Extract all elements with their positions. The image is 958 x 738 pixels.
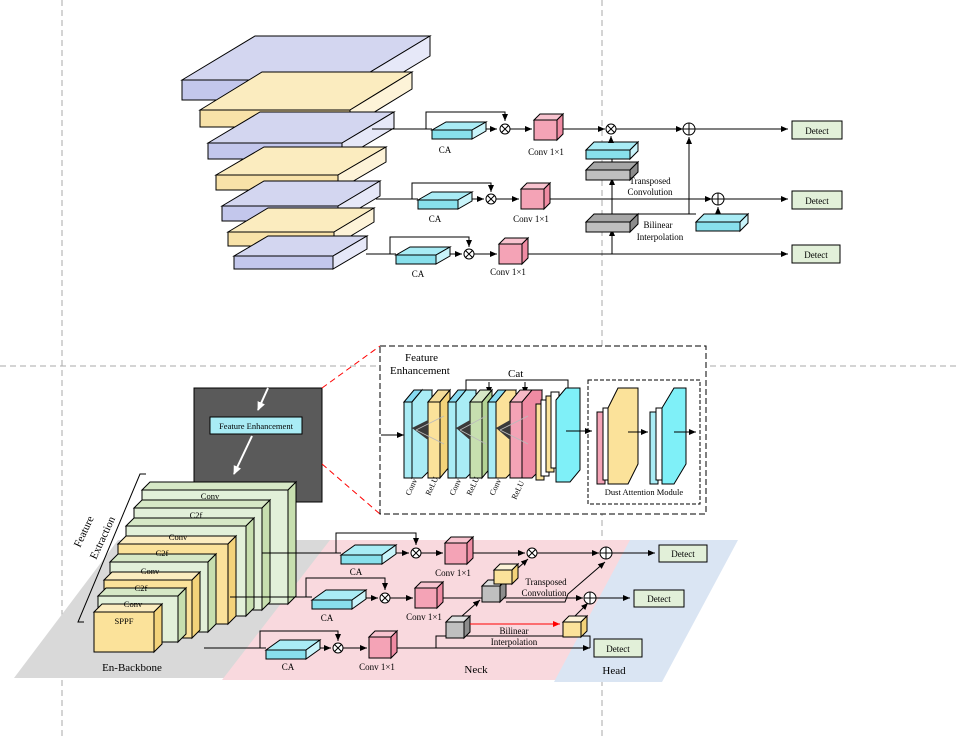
cat-label: Cat	[508, 368, 523, 380]
top-upsampled-ca-2	[694, 212, 750, 233]
bottom-upsample-paths: Transposed Convolution Bilinear Interpol…	[444, 558, 606, 647]
detect-box	[791, 190, 843, 210]
bottom-row-3: Detect CA Conv 1×1	[204, 629, 643, 672]
detect-label: Detect	[647, 594, 671, 604]
top-row-1: Detect CA Conv 1×1	[372, 111, 843, 157]
transposed-label: Transposed	[629, 176, 671, 186]
detect-label: Detect	[805, 196, 829, 206]
ca-label: CA	[439, 145, 452, 155]
top-ca-block-3	[394, 246, 452, 265]
top-ca-block-2	[416, 191, 474, 210]
zoom-line	[321, 463, 381, 515]
dam-label: Dust Attention Module	[605, 487, 684, 497]
detect-label: Detect	[804, 250, 828, 260]
feature-enhancement-label: Feature Enhancement	[219, 421, 294, 431]
backbone-layer-label: Conv	[141, 566, 160, 576]
top-backbone-stack	[180, 35, 432, 270]
detect-label: Detect	[671, 549, 695, 559]
detect-box	[791, 244, 841, 264]
transposed-label: Transposed	[525, 577, 567, 587]
top-layer-7	[232, 235, 369, 270]
backbone-layer-label: Conv	[124, 599, 143, 609]
dust-attention-module: Dust Attention Module	[587, 379, 701, 505]
bilinear-label: Interpolation	[637, 232, 684, 242]
bottom-conv-block-2	[413, 580, 445, 610]
top-layer-6	[226, 207, 376, 247]
head-label: Head	[602, 665, 626, 677]
detect-label: Detect	[805, 126, 829, 136]
bottom-ca-block-2	[310, 589, 368, 610]
detect-box	[791, 120, 843, 140]
bottom-ca-block-1	[339, 544, 398, 565]
shadow-wedge	[412, 420, 510, 440]
bottom-row-2: Detect CA Conv 1×1	[230, 577, 685, 623]
zoom-line	[321, 345, 381, 389]
bottom-row-1: Detect CA Conv 1×1	[262, 532, 708, 578]
bottom-ca-block-3	[264, 639, 322, 660]
transposed-label: Convolution	[627, 187, 673, 197]
top-conv-block-2	[519, 181, 552, 211]
detect-box	[658, 544, 708, 563]
backbone-layer-label: SPPF	[115, 616, 134, 626]
bilinear-label: Bilinear	[500, 626, 529, 636]
transposed-block	[584, 160, 640, 182]
backbone-layer-label: Conv	[169, 532, 188, 542]
top-upsampled-ca	[584, 140, 640, 161]
ca-label: CA	[429, 214, 442, 224]
fe-title: Enhancement	[390, 365, 450, 377]
detect-box	[633, 589, 685, 608]
en-backbone-stack	[92, 480, 298, 654]
top-row-2: Detect CA Conv 1×1	[376, 181, 843, 224]
conv-label: Conv 1×1	[435, 568, 471, 578]
backbone-layer-label: Conv	[201, 491, 220, 501]
detect-box	[593, 638, 643, 658]
transposed-label: Convolution	[521, 588, 567, 598]
fe-title: Feature	[405, 352, 438, 364]
conv-label: Conv 1×1	[528, 147, 564, 157]
conv-label: Conv 1×1	[490, 267, 526, 277]
mini-block-2	[426, 388, 452, 480]
conv-label: Conv 1×1	[359, 662, 395, 672]
neck-region	[222, 540, 658, 680]
top-ca-block-1	[430, 121, 488, 140]
ca-label: CA	[412, 269, 425, 279]
top-row-3: Detect CA Conv 1×1	[366, 236, 841, 279]
bottom-conv-block-3	[367, 629, 399, 660]
ca-label: CA	[282, 662, 295, 672]
backbone-layer-label: C2f	[156, 548, 169, 558]
ca-label: CA	[350, 567, 363, 577]
conv-label: Conv 1×1	[406, 612, 442, 622]
backbone-labels: Conv C2f Conv C2f Conv C2f Conv SPPF	[115, 491, 220, 626]
top-upsample-paths: Transposed Convolution Bilinear Interpol…	[584, 136, 750, 254]
conv-label: Conv 1×1	[513, 214, 549, 224]
transposed-output	[492, 562, 520, 586]
backbone-sppf	[92, 602, 164, 654]
bilinear-label: Bilinear	[644, 220, 673, 230]
en-backbone-label: En-Backbone	[102, 662, 162, 674]
top-conv-block-1	[532, 112, 565, 142]
bottom-conv-block-1	[443, 535, 475, 566]
fe-detail: Feature Enhancement Cat Conv ReLU Conv R…	[379, 345, 707, 515]
detect-label: Detect	[606, 644, 630, 654]
bilinear-output	[561, 614, 589, 639]
feature-enhancement-panel: Feature Enhancement	[193, 387, 323, 503]
top-conv-block-3	[497, 236, 530, 266]
feature-enhancement-box	[209, 416, 303, 435]
backbone-layer-label: C2f	[135, 583, 148, 593]
bilinear-block	[584, 212, 640, 234]
bilinear-cube	[444, 614, 472, 640]
ca-label: CA	[321, 613, 334, 623]
cat-stack	[535, 387, 581, 483]
backbone-layer-label: C2f	[190, 510, 203, 520]
bilinear-label: Interpolation	[491, 637, 538, 647]
neck-label: Neck	[464, 664, 488, 676]
